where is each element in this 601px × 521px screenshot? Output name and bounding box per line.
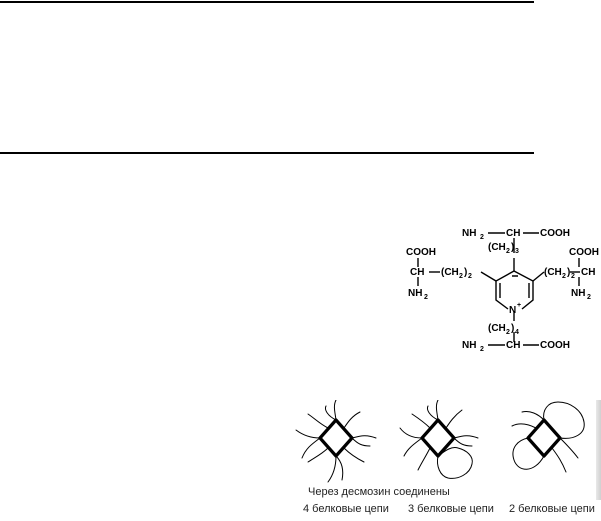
left-nh-label: NH: [408, 288, 422, 299]
right-chain-close: ): [567, 267, 570, 278]
crosslink-illustrations: [295, 400, 585, 483]
page-edge-shadow: [596, 400, 601, 500]
left-nh-subscript: 2: [424, 294, 428, 301]
four-chain-crosslink: [295, 400, 377, 483]
bottom-amine-label: NH: [462, 340, 476, 351]
bottom-chain-close: ): [511, 323, 514, 334]
top-chain-label: (CH: [488, 242, 506, 253]
top-amine-subscript: 2: [480, 234, 484, 241]
three-chain-crosslink: [399, 400, 479, 479]
ring-positive-charge: +: [517, 302, 521, 309]
top-ch-label: CH: [506, 228, 520, 239]
left-chain-count: 2: [468, 273, 472, 280]
bottom-ch-label: CH: [506, 340, 520, 351]
bottom-amine-subscript: 2: [480, 346, 484, 353]
right-ch-label: CH: [581, 267, 595, 278]
caption-heading: Через десмозин соединены: [308, 486, 450, 498]
bottom-cooh-label: COOH: [540, 340, 570, 351]
top-divider-line: [0, 1, 534, 3]
top-chain-subscript: 2: [506, 248, 510, 255]
right-cooh-label: COOH: [569, 247, 599, 258]
right-chain-count: 2: [571, 273, 575, 280]
ring-nitrogen-label: N: [509, 305, 516, 316]
middle-divider-line: [0, 152, 534, 154]
bottom-chain-count: 4: [515, 329, 519, 336]
bottom-chain-subscript: 2: [506, 329, 510, 336]
bottom-chain-label: (CH: [488, 323, 506, 334]
right-chain-subscript: 2: [562, 273, 566, 280]
top-cooh-label: COOH: [540, 228, 570, 239]
left-chain-subscript: 2: [459, 273, 463, 280]
two-chain-crosslink: [511, 401, 585, 473]
left-ch-label: CH: [410, 267, 424, 278]
right-nh-subscript: 2: [587, 294, 591, 301]
caption-four-chains: 4 белковые цепи: [303, 503, 389, 515]
top-chain-close: ): [511, 242, 514, 253]
left-chain-close: ): [464, 267, 467, 278]
top-chain-count: 3: [515, 248, 519, 255]
right-nh-label: NH: [571, 288, 585, 299]
caption-two-chains: 2 белковые цепи: [509, 503, 595, 515]
left-chain-label: (CH: [441, 267, 459, 278]
caption-three-chains: 3 белковые цепи: [408, 503, 494, 515]
top-amine-label: NH: [462, 228, 476, 239]
left-cooh-label: COOH: [406, 247, 436, 258]
right-chain-label: (CH: [544, 267, 562, 278]
desmosine-structure: NH 2 CH COOH (CH 2 ) 3 COOH CH NH 2 (CH …: [406, 228, 599, 353]
